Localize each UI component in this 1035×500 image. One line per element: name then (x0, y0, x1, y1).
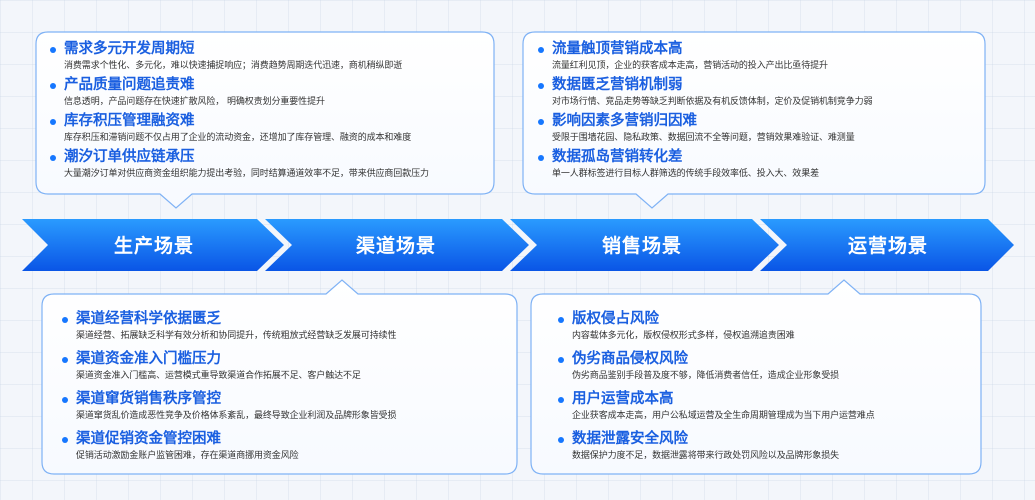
item-title: 渠道窜货销售秩序管控 (76, 391, 221, 407)
item-desc: 大量潮汐订单对供应商资金组织能力提出考验，同时结算通道效率不足，带来供应商回款压… (64, 169, 429, 179)
item-title: 渠道促销资金管控困难 (76, 431, 221, 447)
item-desc: 消费需求个性化、多元化，难以快速捕捉响应；消费趋势周期迭代迅速，商机稍纵即逝 (64, 61, 403, 71)
item-desc: 库存积压和滞销问题不仅占用了企业的流动资金，还增加了库存管理、融资的成本和难度 (64, 133, 412, 143)
bullet-dot-icon (558, 397, 564, 403)
list-item: 数据匮乏营销机制弱 对市场行情、竞品走势等缺乏判断依据及有机反馈体制，定价及促销… (536, 76, 873, 109)
bullet-dot-icon (50, 83, 56, 89)
item-title: 影响因素多营销归因难 (552, 113, 697, 129)
list-item: 数据泄露安全风险 数据保护力度不足，数据泄露将带来行政处罚风险以及品牌形象损失 (556, 430, 875, 463)
item-desc: 信息透明，产品问题存在快速扩散风险， 明确权责划分重要性提升 (64, 97, 325, 107)
item-title: 流量触顶营销成本高 (552, 41, 683, 57)
bottom-left-list: 渠道经营科学依据匮乏 渠道经营、拓展缺乏科学有效分析和协同提升，传统粗放式经营缺… (60, 310, 397, 463)
item-desc: 单一人群标签进行目标人群筛选的传统手段效率低、投入大、效果差 (552, 169, 820, 179)
bullet-dot-icon (538, 83, 544, 89)
item-desc: 流量红利见顶，企业的获客成本走高，营销活动的投入产出比亟待提升 (552, 61, 828, 71)
bullet-dot-icon (558, 357, 564, 363)
list-item: 需求多元开发周期短 消费需求个性化、多元化，难以快速捕捉响应；消费趋势周期迭代迅… (48, 40, 429, 73)
item-title: 数据匮乏营销机制弱 (552, 77, 683, 93)
item-title: 库存积压管理融资难 (64, 113, 195, 129)
list-item: 流量触顶营销成本高 流量红利见顶，企业的获客成本走高，营销活动的投入产出比亟待提… (536, 40, 872, 73)
item-desc: 渠道经营、拓展缺乏科学有效分析和协同提升，传统粗放式经营缺乏发展可持续性 (76, 331, 397, 341)
bullet-dot-icon (62, 317, 68, 323)
item-desc: 内容载体多元化，版权侵权形式多样，侵权追溯追责困难 (572, 331, 795, 341)
bullet-dot-icon (62, 437, 68, 443)
bullet-dot-icon (558, 437, 564, 443)
item-title: 用户运营成本高 (572, 391, 674, 407)
bullet-dot-icon (558, 317, 564, 323)
item-desc: 数据保护力度不足，数据泄露将带来行政处罚风险以及品牌形象损失 (572, 451, 840, 461)
item-title: 渠道资金准入门槛压力 (76, 351, 221, 367)
bullet-dot-icon (538, 119, 544, 125)
item-title: 数据孤岛营销转化差 (552, 149, 683, 165)
item-desc: 促销活动激励金账户监管困难，存在渠道商挪用资金风险 (76, 451, 299, 461)
bullet-dot-icon (50, 155, 56, 161)
list-item: 渠道促销资金管控困难 促销活动激励金账户监管困难，存在渠道商挪用资金风险 (60, 430, 396, 463)
list-item: 渠道窜货销售秩序管控 渠道窜货乱价造成恶性竞争及价格体系紊乱，最终导致企业利润及… (60, 390, 397, 423)
stage-label-sales: 销售场景 (601, 235, 682, 257)
item-desc: 渠道窜货乱价造成恶性竞争及价格体系紊乱，最终导致企业利润及品牌形象皆受损 (76, 411, 397, 421)
item-desc: 伪劣商品鉴别手段普及度不够，降低消费者信任，造成企业形象受损 (572, 371, 840, 381)
item-desc: 企业获客成本走高，用户公私域运营及全生命周期管理成为当下用户运营难点 (572, 411, 875, 421)
item-title: 版权侵占风险 (572, 311, 659, 327)
stage-label-channel: 渠道场景 (355, 235, 436, 257)
item-title: 产品质量问题追责难 (64, 77, 195, 93)
bullet-dot-icon (50, 47, 56, 53)
item-desc: 渠道资金准入门槛高、运营模式重导致渠道合作拓展不足、客户触达不足 (76, 371, 361, 381)
list-item: 产品质量问题追责难 信息透明，产品问题存在快速扩散风险， 明确权责划分重要性提升 (48, 76, 429, 109)
top-right-list: 流量触顶营销成本高 流量红利见顶，企业的获客成本走高，营销活动的投入产出比亟待提… (536, 40, 873, 181)
bottom-right-list: 版权侵占风险 内容载体多元化，版权侵权形式多样，侵权追溯追责困难 伪劣商品侵权风… (556, 310, 875, 463)
list-item: 潮汐订单供应链承压 大量潮汐订单对供应商资金组织能力提出考验，同时结算通道效率不… (48, 148, 429, 181)
list-item: 影响因素多营销归因难 受限于围墙花园、隐私政策、数据回流不全等问题，营销效果难验… (536, 112, 872, 145)
bullet-dot-icon (538, 47, 544, 53)
list-item: 版权侵占风险 内容载体多元化，版权侵权形式多样，侵权追溯追责困难 (556, 310, 875, 343)
bullet-dot-icon (62, 357, 68, 363)
bullet-dot-icon (538, 155, 544, 161)
top-left-list: 需求多元开发周期短 消费需求个性化、多元化，难以快速捕捉响应；消费趋势周期迭代迅… (48, 40, 429, 181)
item-desc: 对市场行情、竞品走势等缺乏判断依据及有机反馈体制，定价及促销机制竞争力弱 (552, 97, 873, 107)
list-item: 用户运营成本高 企业获客成本走高，用户公私域运营及全生命周期管理成为当下用户运营… (556, 390, 875, 423)
item-title: 潮汐订单供应链承压 (64, 149, 195, 165)
bullet-dot-icon (62, 397, 68, 403)
stage-label-production: 生产场景 (113, 235, 194, 257)
list-item: 伪劣商品侵权风险 伪劣商品鉴别手段普及度不够，降低消费者信任，造成企业形象受损 (556, 350, 875, 383)
list-item: 渠道资金准入门槛压力 渠道资金准入门槛高、运营模式重导致渠道合作拓展不足、客户触… (60, 350, 396, 383)
item-title: 数据泄露安全风险 (572, 431, 688, 447)
list-item: 渠道经营科学依据匮乏 渠道经营、拓展缺乏科学有效分析和协同提升，传统粗放式经营缺… (60, 310, 397, 343)
stage-label-operation: 运营场景 (847, 235, 928, 257)
bullet-dot-icon (50, 119, 56, 125)
item-title: 伪劣商品侵权风险 (572, 351, 688, 367)
item-title: 渠道经营科学依据匮乏 (76, 311, 221, 327)
list-item: 数据孤岛营销转化差 单一人群标签进行目标人群筛选的传统手段效率低、投入大、效果差 (536, 148, 872, 181)
list-item: 库存积压管理融资难 库存积压和滞销问题不仅占用了企业的流动资金，还增加了库存管理… (48, 112, 429, 145)
item-desc: 受限于围墙花园、隐私政策、数据回流不全等问题，营销效果难验证、难测量 (552, 133, 855, 143)
item-title: 需求多元开发周期短 (64, 41, 195, 57)
